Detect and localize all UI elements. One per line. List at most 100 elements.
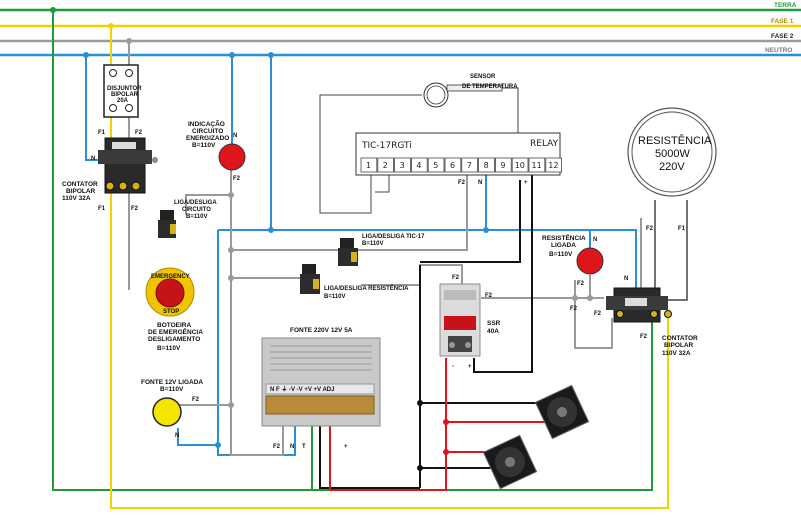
- tic-terminal-label: 8: [484, 161, 489, 170]
- lamp-res-label-3: B=110V: [549, 251, 573, 258]
- ssr-f2-right: F2: [485, 293, 493, 299]
- resistance-label-3: 220V: [659, 161, 685, 173]
- contactor-left-f1-top: F1: [98, 130, 106, 136]
- contactor-left-f1-bottom: F1: [98, 206, 106, 212]
- contactor-left-label-2: BIPOLAR: [66, 188, 96, 195]
- tic-terminal-box: [410, 157, 428, 173]
- tic-terminal-label: 12: [548, 161, 558, 170]
- sensor-label-2: DE TEMPERATURA: [462, 84, 518, 90]
- ssr-label-2: 40A: [487, 328, 499, 335]
- lamp-circuit-label-4: B=110V: [192, 142, 216, 149]
- tic-terminal-label: 11: [532, 161, 542, 170]
- tic-terminal-label: 3: [400, 161, 405, 170]
- resistance-label-1: RESISTÊNCIA: [638, 134, 712, 147]
- tic-model: TIC-17RGTi: [361, 141, 412, 151]
- rail-fase1-label: FASE 1: [771, 18, 794, 25]
- psu-t: T: [302, 444, 306, 450]
- ssr-minus: -: [452, 364, 454, 370]
- fan-lower: [482, 434, 538, 490]
- emergency-label-3: DESLIGAMENTO: [148, 336, 200, 343]
- lamp-res-f2: F2: [577, 281, 585, 287]
- switch-tic-label-2: B=110V: [362, 241, 384, 247]
- resistance-f1: F1: [678, 226, 686, 232]
- switch-res-label-2: B=110V: [324, 294, 346, 300]
- contactor-right-f2b: F2: [640, 334, 648, 340]
- lamp-12v-n: N: [175, 433, 179, 439]
- ssr-f2-top: F2: [452, 275, 460, 281]
- psu-title: FONTE 220V 12V 5A: [290, 327, 353, 334]
- ssr-label-1: SSR: [487, 320, 501, 327]
- power-supply: N F ⏚ -V -V +V +V ADJ FONTE 220V 12V 5A …: [261, 327, 381, 450]
- switch-res-label-1: LIGA/DESLIGA RESISTÊNCIA: [324, 284, 409, 292]
- lamp-12v: FONTE 12V LIGADA B=110V F2 N: [141, 379, 203, 439]
- tic-terminal-box: [394, 157, 411, 173]
- ssr-relay: SSR 40A F2 F2 - +: [439, 275, 501, 370]
- resistance-f2: F2: [646, 226, 654, 232]
- contactor-left-f2-bottom: F2: [131, 206, 139, 212]
- tic-terminal-box: [444, 157, 462, 173]
- emergency-cap-bottom: STOP: [163, 309, 179, 315]
- contactor-left-label-3: 110V 32A: [62, 195, 91, 202]
- tic-terminal-label: 2: [383, 161, 388, 170]
- svg-text:BIPOLAR: BIPOLAR: [111, 92, 139, 98]
- wires-signal: [319, 172, 545, 489]
- rail-neutro-label: NEUTRO: [765, 47, 792, 54]
- tic-relay: RELAY: [530, 139, 559, 149]
- lamp-resistance: RESISTÊNCIA LIGADA B=110V N F2: [542, 233, 604, 287]
- junction-dots: [50, 7, 593, 471]
- contactor-left: F1 F2 N F1 F2 CONTATOR BIPOLAR 110V 32A: [62, 130, 158, 212]
- tic-terminal-label: 9: [500, 161, 505, 170]
- lamp-circuit-label-3: ENERGIZADO: [186, 135, 229, 142]
- sensor-label-1: SENSOR: [470, 74, 496, 80]
- tic-terminal-box: [511, 157, 529, 173]
- contactor-right-label-3: 110V 32A: [662, 350, 691, 357]
- tic-terminal-box: [377, 157, 394, 173]
- tic-terminal-box: [494, 157, 512, 173]
- contactor-right-label-2: BIPOLAR: [664, 342, 694, 349]
- tic-f2: F2: [458, 180, 466, 186]
- switch-circuit-label-2: CIRCUITO: [182, 207, 211, 213]
- breaker-label: DISJUNTOR: [107, 86, 142, 92]
- tic-terminal-box: [427, 157, 445, 173]
- svg-text:20A: 20A: [117, 98, 129, 104]
- contactor-right-f2: F2: [594, 311, 602, 317]
- switch-circuit-label-1: LIGA/DESLIGA: [174, 200, 217, 206]
- lamp-res-label-2: LIGADA: [551, 242, 576, 249]
- tic-terminal-label: 6: [450, 161, 455, 170]
- emergency-label-1: BOTOEIRA: [157, 322, 191, 329]
- resistance-label-2: 5000W: [655, 148, 690, 160]
- lamp-circuit-label-1: INDICAÇÃO: [188, 119, 225, 128]
- tic-terminal-label: 10: [515, 161, 525, 170]
- switch-circuit: LIGA/DESLIGA CIRCUITO B=110V: [158, 200, 217, 238]
- lamp-res-n: N: [593, 237, 597, 243]
- psu-n: N: [290, 444, 294, 450]
- psu-f2: F2: [273, 444, 281, 450]
- tic-terminal-label: 7: [467, 161, 472, 170]
- tic-terminal-box: [461, 157, 478, 173]
- psu-minus: -: [319, 444, 321, 450]
- lamp-circuit-label-2: CIRCUITO: [192, 128, 223, 135]
- emergency-label-2: DE EMERGÊNCIA: [148, 327, 203, 336]
- tic-terminal-box: [360, 157, 378, 173]
- switch-tic-label-1: LIGA/DESLIGA TIC-17: [362, 234, 425, 240]
- emergency-label-4: B=110V: [157, 345, 181, 352]
- emergency-stop: EMERGENCY STOP BOTOEIRA DE EMERGÊNCIA DE…: [145, 267, 203, 352]
- contactor-right-f2c: F2: [570, 306, 578, 312]
- wires-fase1: [110, 26, 669, 509]
- lamp-res-label-1: RESISTÊNCIA: [542, 233, 586, 242]
- lamp-circuit-n: N: [233, 133, 237, 139]
- tic-n: N: [478, 180, 482, 186]
- fan-upper: [534, 384, 590, 440]
- switch-circuit-label-3: B=110V: [186, 214, 208, 220]
- switch-resistance: LIGA/DESLIGA RESISTÊNCIA B=110V: [300, 264, 409, 300]
- contactor-right-n: N: [624, 276, 628, 282]
- tic-terminal-box: [478, 157, 495, 173]
- contactor-left-n: N: [91, 156, 95, 162]
- lamp-circuit-energized: INDICAÇÃO CIRCUITO ENERGIZADO B=110V N F…: [186, 119, 246, 182]
- contactor-right-label-1: CONTATOR: [662, 335, 698, 342]
- tic-terminal-box: [545, 157, 562, 173]
- switch-tic: LIGA/DESLIGA TIC-17 B=110V: [338, 234, 425, 266]
- contactor-left-f2-top: F2: [135, 130, 143, 136]
